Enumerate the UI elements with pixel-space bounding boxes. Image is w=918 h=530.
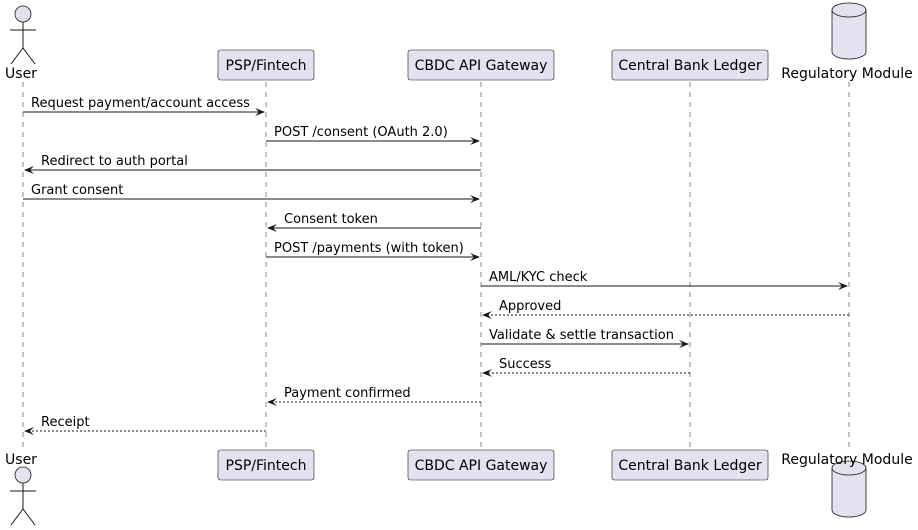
participant-label: Central Bank Ledger — [618, 58, 762, 74]
message-redirect-to-auth-portal: Redirect to auth portal — [24, 154, 481, 174]
lifelines — [22, 82, 850, 450]
message-label: Validate & settle transaction — [489, 328, 674, 343]
message-post-payments-with-token: POST /payments (with token) — [266, 241, 480, 261]
arrowhead-icon — [267, 224, 277, 232]
participant-label: User — [5, 66, 37, 82]
participant-box — [217, 449, 315, 481]
participant-label: Central Bank Ledger — [618, 458, 762, 474]
participant-box — [407, 449, 555, 481]
arrowhead-icon — [24, 166, 34, 174]
message-label: Success — [499, 357, 552, 372]
message-label: AML/KYC check — [489, 270, 588, 285]
message-validate-settle-transaction: Validate & settle transaction — [481, 328, 689, 348]
participant-label: PSP/Fintech — [226, 58, 307, 74]
participant-label: Regulatory Module — [781, 66, 912, 82]
message-aml-kyc-check: AML/KYC check — [481, 270, 848, 290]
arrowhead-icon — [679, 340, 689, 348]
message-label: Receipt — [41, 415, 90, 430]
message-payment-confirmed: Payment confirmed — [267, 386, 481, 406]
arrowhead-icon — [255, 108, 265, 116]
arrowhead-icon — [482, 311, 492, 319]
arrowhead-icon — [267, 398, 277, 406]
participant-gateway-bottom: CBDC API Gateway — [407, 449, 555, 481]
message-label: POST /payments (with token) — [274, 241, 464, 256]
message-request-payment-account-access: Request payment/account access — [23, 96, 265, 116]
message-label: Consent token — [284, 212, 378, 227]
arrowhead-icon — [470, 195, 480, 203]
actor-user-bottom: User — [5, 452, 37, 526]
message-label: Grant consent — [31, 183, 123, 198]
message-label: Payment confirmed — [284, 386, 411, 401]
person-icon — [14, 466, 32, 484]
database-regulatory-bottom: Regulatory Module — [781, 452, 913, 518]
message-label: POST /consent (OAuth 2.0) — [274, 125, 448, 140]
participant-label: Regulatory Module — [781, 452, 912, 468]
database-regulatory-top: Regulatory Module — [781, 2, 913, 82]
participant-box — [611, 49, 769, 81]
person-icon — [14, 5, 32, 23]
message-success: Success — [482, 357, 690, 377]
arrowhead-icon — [24, 427, 34, 435]
message-label: Approved — [499, 299, 561, 314]
message-label: Redirect to auth portal — [41, 154, 188, 169]
participant-label: PSP/Fintech — [226, 458, 307, 474]
message-grant-consent: Grant consent — [23, 183, 480, 203]
arrowhead-icon — [838, 282, 848, 290]
message-approved: Approved — [482, 299, 849, 319]
arrowhead-icon — [482, 369, 492, 377]
participant-gateway-top: CBDC API Gateway — [407, 49, 555, 81]
participant-label: CBDC API Gateway — [415, 458, 548, 474]
arrowhead-icon — [470, 253, 480, 261]
actor-user-top: User — [5, 5, 37, 82]
database-icon — [831, 467, 867, 518]
database-icon — [831, 9, 867, 60]
participant-psp-top: PSP/Fintech — [217, 49, 315, 81]
participant-psp-bottom: PSP/Fintech — [217, 449, 315, 481]
participant-box — [217, 49, 315, 81]
participant-ledger-top: Central Bank Ledger — [611, 49, 769, 81]
participant-label: CBDC API Gateway — [415, 58, 548, 74]
participant-ledger-bottom: Central Bank Ledger — [611, 449, 769, 481]
message-post-consent-oauth-2-0: POST /consent (OAuth 2.0) — [266, 125, 480, 145]
participant-box — [407, 49, 555, 81]
participant-box — [611, 449, 769, 481]
message-receipt: Receipt — [24, 415, 266, 435]
message-label: Request payment/account access — [31, 96, 250, 111]
message-consent-token: Consent token — [267, 212, 481, 232]
participant-label: User — [5, 452, 37, 468]
arrowhead-icon — [470, 137, 480, 145]
